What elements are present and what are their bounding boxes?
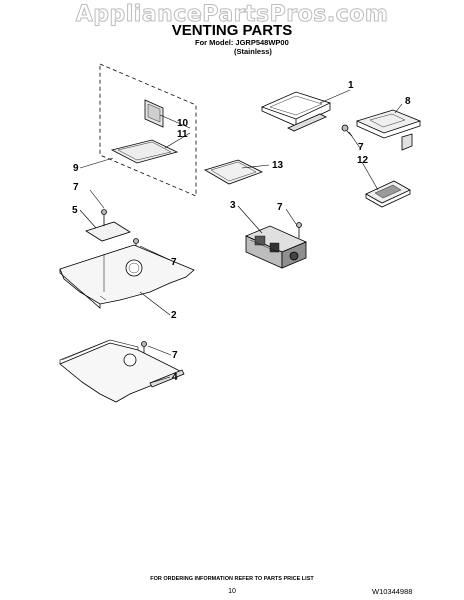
part-7-screw-b [296, 222, 302, 238]
dashed-enclosure-outline [99, 63, 197, 197]
part-11-grease-filter [110, 139, 179, 164]
callout-7: 7 [172, 350, 178, 361]
part-2-vent-plate [59, 244, 195, 309]
callout-7: 7 [73, 182, 79, 193]
callout-1: 1 [348, 80, 354, 91]
callout-4: 4 [172, 372, 178, 383]
document-number: W10344988 [372, 587, 413, 596]
part-4-duct-plate [59, 339, 185, 403]
part-1-trim-frame [260, 91, 332, 132]
ordering-note: FOR ORDERING INFORMATION REFER TO PARTS … [150, 576, 314, 582]
callout-7: 7 [277, 202, 283, 213]
callout-3: 3 [230, 200, 236, 211]
callout-8: 8 [405, 96, 411, 107]
part-13-cover-panel [204, 159, 264, 185]
callout-2: 2 [171, 310, 177, 321]
callout-labels: 1 8 7 12 10 11 9 7 13 5 3 7 7 2 7 4 [72, 80, 411, 383]
callout-7: 7 [358, 142, 364, 153]
page-title: VENTING PARTS [171, 22, 293, 39]
part-8-mounting-bracket [355, 109, 422, 151]
part-10-filter-panel [144, 99, 164, 128]
model-line: For Model: JGRP548WP00 [195, 38, 289, 47]
watermark: AppliancePartsPros.com [75, 2, 389, 28]
callout-11: 11 [177, 129, 188, 140]
callout-10: 10 [177, 118, 189, 129]
callout-9: 9 [73, 163, 79, 174]
finish-line: (Stainless) [234, 47, 272, 56]
callout-13: 13 [272, 160, 284, 171]
callout-7: 7 [171, 257, 177, 268]
callout-leaders [79, 89, 403, 384]
part-12-damper [365, 180, 411, 208]
callout-12: 12 [357, 155, 369, 166]
part-7-screw-a [341, 124, 353, 137]
page-number: 10 [228, 588, 236, 595]
part-5-duct-bracket [85, 209, 131, 242]
part-3-blower-motor [244, 225, 308, 269]
callout-5: 5 [72, 205, 78, 216]
